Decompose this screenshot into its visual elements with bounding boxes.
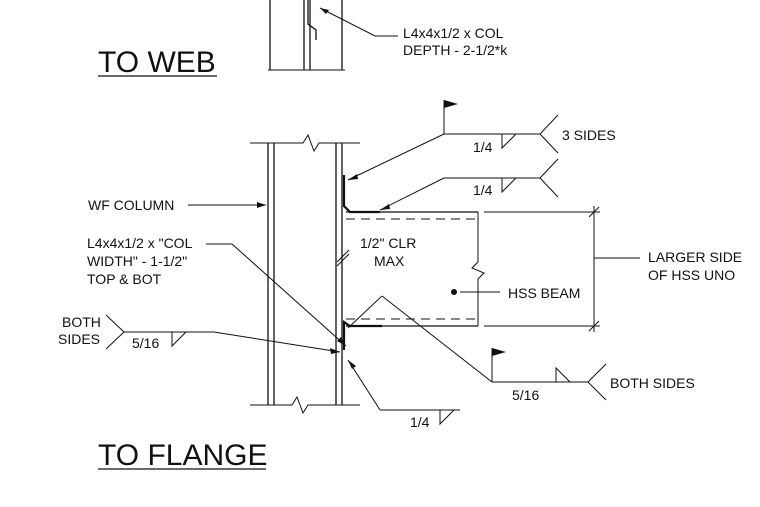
flange-detail: 3 SIDES 1/4 1/4 WF COLUMN L4x4x1/2 x "CO… — [58, 100, 742, 472]
both-sides-left-line2: SIDES — [58, 331, 100, 347]
three-sides-label: 3 SIDES — [562, 127, 616, 143]
web-angle-label-line1: L4x4x1/2 x COL — [403, 25, 504, 41]
beam-centroid — [451, 289, 457, 295]
both-sides-right-label: BOTH SIDES — [610, 375, 695, 391]
flange-angle-label-line2: WIDTH" - 1-1/2" — [87, 253, 187, 269]
hss-beam-label: HSS BEAM — [508, 285, 580, 301]
weld-size-top-2: 1/4 — [473, 182, 493, 198]
title-to-flange: TO FLANGE — [98, 439, 267, 472]
larger-side-dimension — [484, 206, 640, 332]
flange-angle-label-line3: TOP & BOT — [87, 271, 162, 287]
clearance-label-line2: MAX — [374, 253, 405, 269]
wf-column — [267, 143, 343, 405]
bottom-weld-symbol — [347, 359, 460, 426]
flange-angle-label-line1: L4x4x1/2 x "COL — [87, 235, 193, 251]
hss-beam — [346, 211, 485, 327]
right-weld-symbol — [347, 295, 607, 401]
left-weld-symbol — [105, 314, 341, 354]
weld-size-left: 5/16 — [132, 335, 159, 351]
web-angle-label-line2: DEPTH - 2-1/2*k — [403, 42, 508, 58]
weld-size-bottom: 1/4 — [410, 414, 430, 430]
both-sides-left-line1: BOTH — [62, 314, 101, 330]
top-weld-symbols — [347, 100, 559, 211]
web-detail: L4x4x1/2 x COL DEPTH - 2-1/2*k TO WEB — [98, 0, 508, 79]
larger-side-label-line2: OF HSS UNO — [648, 267, 735, 283]
weld-size-right: 5/16 — [512, 387, 539, 403]
clearance-label-line1: 1/2" CLR — [360, 235, 416, 251]
top-angle — [342, 175, 380, 214]
title-to-web: TO WEB — [98, 46, 216, 79]
wf-column-label: WF COLUMN — [88, 197, 174, 213]
weld-size-top-1: 1/4 — [473, 139, 493, 155]
larger-side-label-line1: LARGER SIDE — [648, 249, 742, 265]
